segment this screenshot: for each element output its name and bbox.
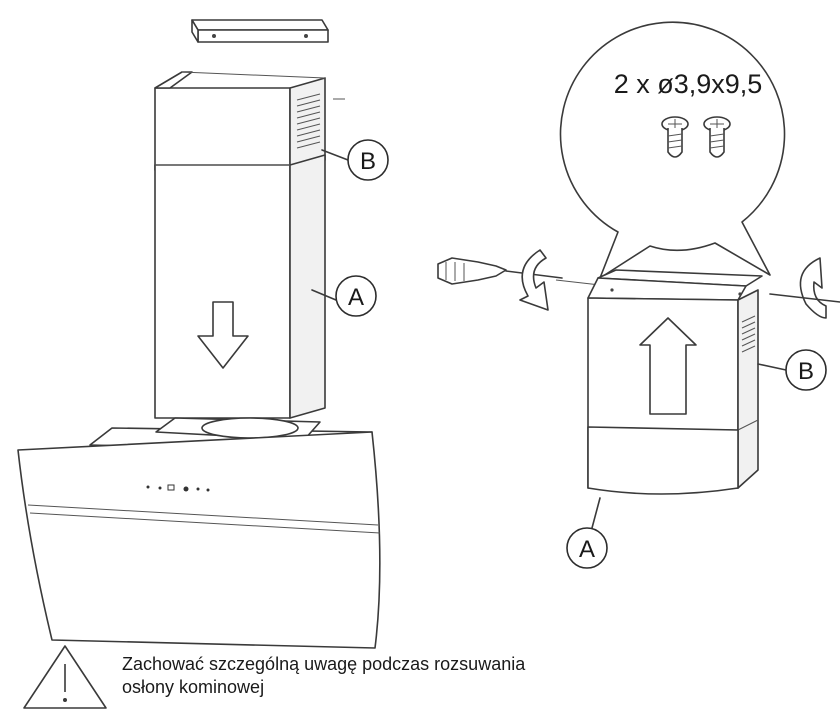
upper-chimney-cover	[154, 71, 345, 171]
screwdriver-icon	[437, 257, 563, 285]
warning-line-2: osłony kominowej	[122, 677, 265, 697]
rotate-arrow-left-icon	[519, 249, 549, 311]
callout-a-right: A	[566, 497, 608, 569]
vent-slots	[741, 315, 756, 353]
vent-slots	[296, 93, 321, 149]
callout-a-left-label: A	[348, 284, 364, 311]
screw-spec-text: 2 x ø3,9x9,5	[614, 69, 763, 99]
hood-glass-panel	[17, 431, 381, 649]
screw-detail-balloon: 2 x ø3,9x9,5	[559, 21, 786, 279]
warning-triangle-icon	[23, 645, 107, 709]
screw-icon	[661, 116, 689, 158]
callout-b-right: B	[757, 349, 827, 391]
lower-chimney-cover	[154, 154, 326, 419]
callout-b-left-label: B	[360, 148, 376, 175]
control-buttons	[146, 484, 210, 492]
callout-a-left: A	[311, 275, 377, 317]
warning-text: Zachować szczególną uwagę podczas rozsuw…	[122, 653, 722, 699]
down-arrow	[197, 301, 249, 369]
right-detail: 2 x ø3,9x9,5	[437, 21, 840, 569]
callout-a-right-label: A	[579, 536, 595, 563]
warning-note: Zachować szczególną uwagę podczas rozsuw…	[20, 642, 720, 712]
screw-icon	[703, 116, 731, 158]
callout-b-left: B	[321, 139, 389, 181]
callout-b-right-label: B	[798, 358, 814, 385]
warning-line-1: Zachować szczególną uwagę podczas rozsuw…	[122, 654, 526, 674]
mounting-bracket	[191, 19, 329, 43]
rotate-arrow-right-icon	[799, 257, 827, 319]
left-assembly: B A	[17, 19, 389, 649]
up-arrow	[639, 317, 697, 415]
